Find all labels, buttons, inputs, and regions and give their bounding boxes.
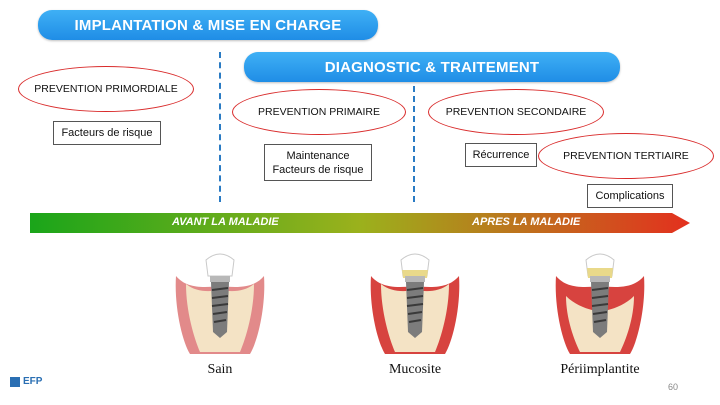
maintenance-label: Maintenance Facteurs de risque [272, 149, 364, 176]
recurrence-box: Récurrence [465, 143, 537, 167]
timeline-arrow-shape [30, 213, 690, 233]
facteurs-risque-box: Facteurs de risque [53, 121, 161, 145]
prevention-primaire-oval: PREVENTION PRIMAIRE [232, 89, 406, 135]
tooth-sain-image [175, 253, 265, 354]
tooth-mucosite-image [370, 253, 460, 354]
efp-logo: EFP [10, 376, 42, 387]
maintenance-box: Maintenance Facteurs de risque [264, 144, 372, 181]
page-number: 60 [668, 382, 679, 392]
efp-logo-icon [10, 376, 20, 387]
caption-periimplantite: Périimplantite [560, 362, 640, 377]
efp-logo-text: EFP [23, 376, 43, 387]
facteurs-risque-label: Facteurs de risque [61, 127, 153, 139]
prevention-primordiale-oval: PREVENTION PRIMORDIALE [18, 66, 194, 112]
complications-label: Complications [595, 190, 665, 202]
caption-sain: Sain [207, 362, 233, 377]
recurrence-label: Récurrence [472, 149, 530, 161]
prevention-tertiaire-label: PREVENTION TERTIAIRE [563, 150, 689, 162]
avant-maladie-label: AVANT LA MALADIE [172, 216, 279, 228]
prevention-primordiale-label: PREVENTION PRIMORDIALE [34, 83, 178, 95]
divider-right [413, 86, 415, 202]
prevention-tertiaire-oval: PREVENTION TERTIAIRE [538, 133, 714, 179]
prevention-secondaire-oval: PREVENTION SECONDAIRE [428, 89, 604, 135]
tooth-periimplantite-image [555, 253, 645, 354]
caption-mucosite: Mucosite [388, 362, 442, 377]
implantation-header-label: IMPLANTATION & MISE EN CHARGE [74, 16, 342, 34]
divider-left [219, 52, 221, 202]
complications-box: Complications [587, 184, 673, 208]
prevention-secondaire-label: PREVENTION SECONDAIRE [445, 106, 587, 118]
apres-maladie-label: APRES LA MALADIE [472, 216, 581, 228]
timeline-arrow [30, 213, 690, 233]
diagnostic-header: DIAGNOSTIC & TRAITEMENT [244, 52, 620, 82]
prevention-primaire-label: PREVENTION PRIMAIRE [258, 106, 380, 118]
implantation-header: IMPLANTATION & MISE EN CHARGE [38, 10, 378, 40]
diagnostic-header-label: DIAGNOSTIC & TRAITEMENT [324, 58, 540, 76]
